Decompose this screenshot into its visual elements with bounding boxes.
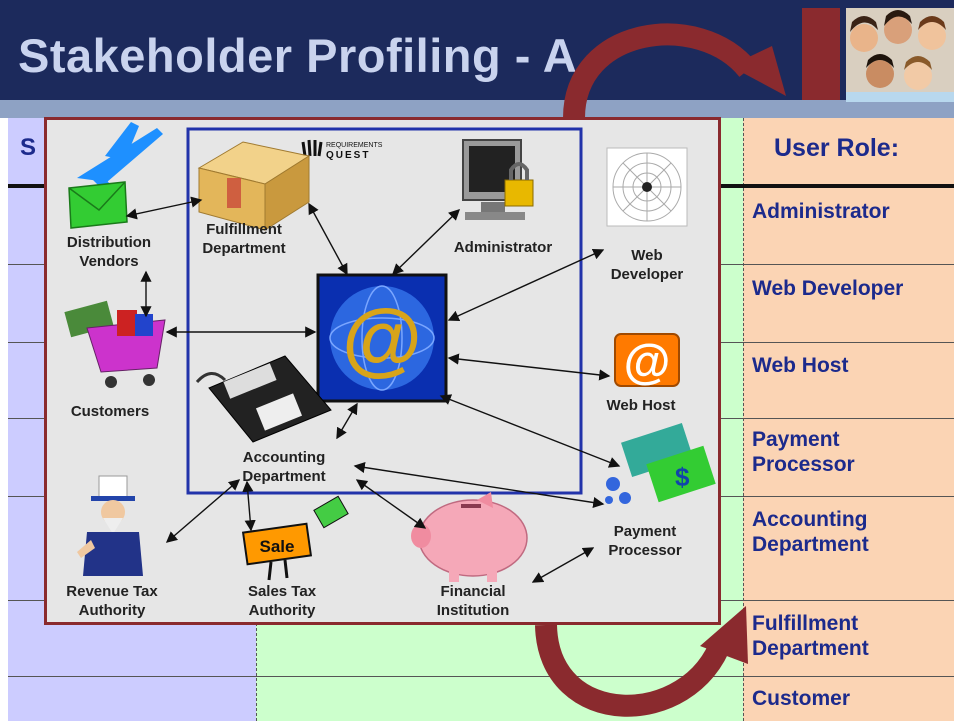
requirements-quest-logo: REQUIREMENTS QUEST [301, 139, 383, 161]
package-icon [197, 141, 311, 231]
web-host-label: Web Host [607, 397, 676, 414]
revenue-tax-authority-label: Revenue Tax [66, 583, 158, 600]
web-host-icon: @ [614, 333, 680, 389]
accounting-department-label: Accounting [243, 449, 326, 466]
revenue-tax-authority-label: Authority [79, 602, 146, 619]
payment-processor-label: Processor [608, 542, 682, 559]
shopping-cart-icon [64, 300, 166, 388]
financial-institution-label: Financial [440, 583, 505, 600]
top-curved-arrow [563, 23, 786, 119]
uncle-sam-icon [77, 475, 143, 576]
sale-sign-icon: Sale [241, 495, 349, 581]
slide-title: Stakeholder Profiling - A [18, 29, 578, 82]
stakeholder-diagram: @ REQUIREMENTS QUEST Distribution Vendor… [44, 117, 721, 625]
svg-text:REQUIREMENTS: REQUIREMENTS [326, 142, 383, 149]
role-accounting-department: Accounting Department [752, 508, 869, 556]
web-developer-label: Developer [611, 266, 684, 283]
svg-text:$: $ [675, 462, 690, 492]
distribution-vendors-label: Distribution [67, 234, 151, 251]
fulfillment-department-label: Department [202, 240, 285, 257]
svg-text:@: @ [624, 336, 671, 389]
envelope-icon [68, 181, 128, 229]
customers-label: Customers [71, 403, 149, 420]
bottom-curved-arrow [535, 606, 748, 717]
user-role-column [743, 118, 954, 721]
web-developer-label: Web [631, 247, 662, 264]
accent-block [802, 8, 840, 100]
svg-text:Sale: Sale [260, 537, 295, 556]
role-payment-processor: Payment Processor [752, 428, 855, 476]
title-bar [0, 0, 954, 100]
spider-web-icon [606, 147, 688, 227]
financial-institution-label: Institution [437, 602, 509, 619]
stakeholder-column-header: S [20, 134, 37, 161]
role-fulfillment-department: Fulfillment Department [752, 612, 869, 660]
role-web-developer: Web Developer [752, 277, 904, 300]
email-system-icon: @ [316, 273, 448, 403]
row-divider [8, 676, 954, 677]
distribution-vendors-label: Vendors [79, 253, 138, 270]
svg-text:@: @ [342, 293, 422, 384]
payment-processor-label: Payment [614, 523, 677, 540]
role-administrator: Administrator [752, 200, 890, 223]
svg-text:QUEST: QUEST [326, 150, 370, 161]
sales-tax-authority-label: Authority [249, 602, 316, 619]
title-divider [0, 100, 954, 118]
relationship-arrows [125, 196, 621, 583]
calculator-icon [195, 355, 332, 443]
role-customer: Customer [752, 687, 851, 710]
sales-tax-authority-label: Sales Tax [248, 583, 317, 600]
accounting-department-label: Department [242, 468, 325, 485]
user-role-header: User Role: [774, 134, 900, 162]
people-photo [846, 8, 954, 102]
fulfillment-department-label: Fulfillment [206, 221, 282, 238]
payment-icon: $ [605, 422, 716, 504]
locked-monitor-icon [462, 139, 534, 220]
role-web-host: Web Host [752, 354, 849, 377]
